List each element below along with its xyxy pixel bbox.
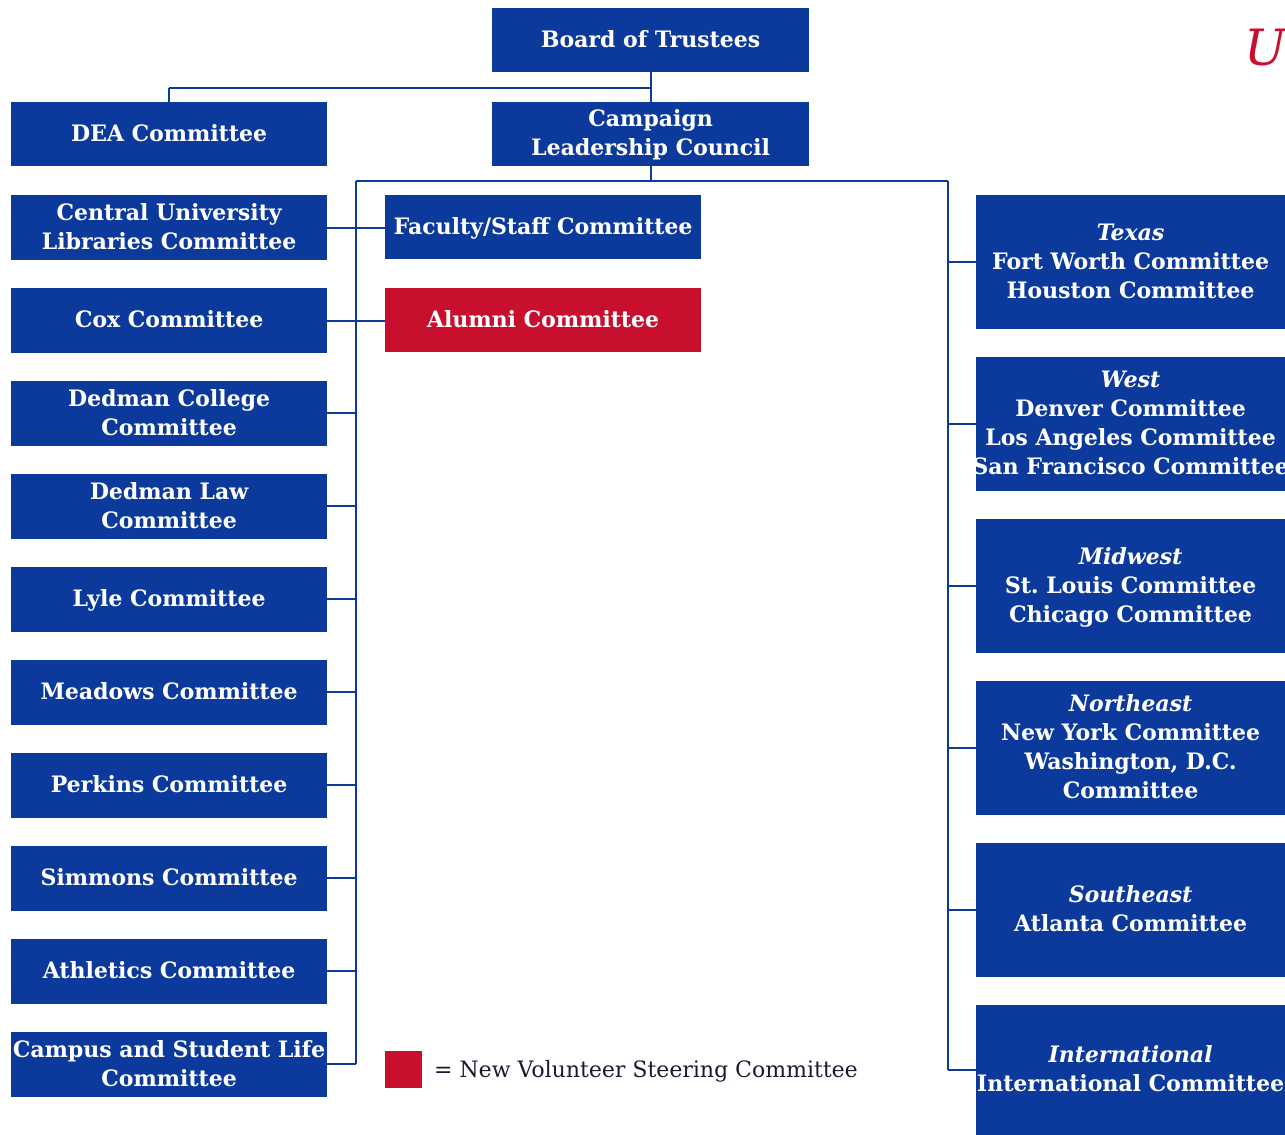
dea-committee-label: DEA Committee (71, 120, 267, 147)
left-committee-box: Meadows Committee (11, 660, 327, 725)
left-committee-box: Campus and Student Life Committee (11, 1032, 327, 1097)
committee-label-line: Simmons Committee (40, 865, 298, 891)
region-box-northeast: Northeast New York Committee Washington,… (976, 681, 1285, 815)
region-box-west: West Denver Committee Los Angeles Commit… (976, 357, 1285, 491)
region-committee: New York Committee (1000, 720, 1261, 746)
left-committee-box: Perkins Committee (11, 753, 327, 818)
region-committee: Committee (1062, 778, 1199, 804)
committee-label-line: Meadows Committee (40, 679, 298, 705)
region-committee: Washington, D.C. (1024, 749, 1237, 775)
region-committee: Chicago Committee (1009, 601, 1252, 628)
region-name: International (1048, 1042, 1213, 1068)
campaign-label-line-1: Campaign (588, 106, 713, 132)
region-name: Northeast (1068, 691, 1193, 717)
campaign-label-line-2: Leadership Council (531, 135, 770, 161)
left-committee-box: Cox Committee (11, 288, 327, 353)
region-committee: San Francisco Committee (976, 454, 1285, 480)
board-of-trustees-label: Board of Trustees (540, 26, 761, 53)
left-committee-box: Simmons Committee (11, 846, 327, 911)
committee-label-line: Lyle Committee (72, 586, 266, 612)
committee-label-line: Perkins Committee (50, 772, 288, 798)
region-name: Southeast (1068, 882, 1193, 908)
region-name: Texas (1096, 219, 1165, 246)
region-committee: Los Angeles Committee (985, 425, 1276, 451)
region-box-texas: Texas Fort Worth Committee Houston Commi… (976, 195, 1285, 329)
committee-label-line: Central University (56, 199, 282, 226)
alumni-committee-label: Alumni Committee (426, 306, 660, 333)
region-name: West (1100, 367, 1161, 393)
campaign-leadership-council-box: Campaign Leadership Council (492, 102, 809, 166)
legend-swatch (385, 1051, 422, 1088)
region-committee: Denver Committee (1015, 396, 1246, 422)
committee-label-line: Campus and Student Life (12, 1036, 326, 1063)
region-box-international: International International Committee (976, 1005, 1285, 1135)
left-committee-box: Athletics Committee (11, 939, 327, 1004)
committee-label-line: Committee (101, 414, 237, 441)
committee-label-line: Dedman Law (89, 478, 249, 505)
left-committee-box: Dedman College Committee (11, 381, 327, 446)
committee-label-line: Committee (101, 1065, 237, 1092)
dea-committee-box: DEA Committee (11, 102, 327, 166)
region-committee: Atlanta Committee (1014, 911, 1247, 937)
region-name: Midwest (1078, 543, 1183, 570)
corner-logo-mark: U (1244, 19, 1285, 77)
region-committee: Fort Worth Committee (992, 248, 1269, 275)
left-committee-box: Lyle Committee (11, 567, 327, 632)
committee-label-line: Committee (101, 507, 237, 534)
faculty-staff-label: Faculty/Staff Committee (393, 213, 693, 240)
region-committee: International Committee (976, 1071, 1285, 1097)
committee-label-line: Libraries Committee (41, 228, 297, 255)
faculty-staff-committee-box: Faculty/Staff Committee (385, 195, 701, 259)
committee-label-line: Dedman College (68, 385, 270, 412)
board-of-trustees-box: Board of Trustees (492, 8, 809, 72)
committee-label-line: Athletics Committee (42, 958, 296, 984)
alumni-committee-box: Alumni Committee (385, 288, 701, 352)
region-box-midwest: Midwest St. Louis Committee Chicago Comm… (976, 519, 1285, 653)
committee-label-line: Cox Committee (74, 307, 264, 333)
left-committee-box: Dedman Law Committee (11, 474, 327, 539)
region-committee: Houston Committee (1006, 277, 1255, 304)
region-box-southeast: Southeast Atlanta Committee (976, 843, 1285, 977)
legend-text: = New Volunteer Steering Committee (434, 1058, 858, 1083)
region-committee: St. Louis Committee (1004, 572, 1257, 599)
left-committee-box: Central University Libraries Committee (11, 195, 327, 260)
